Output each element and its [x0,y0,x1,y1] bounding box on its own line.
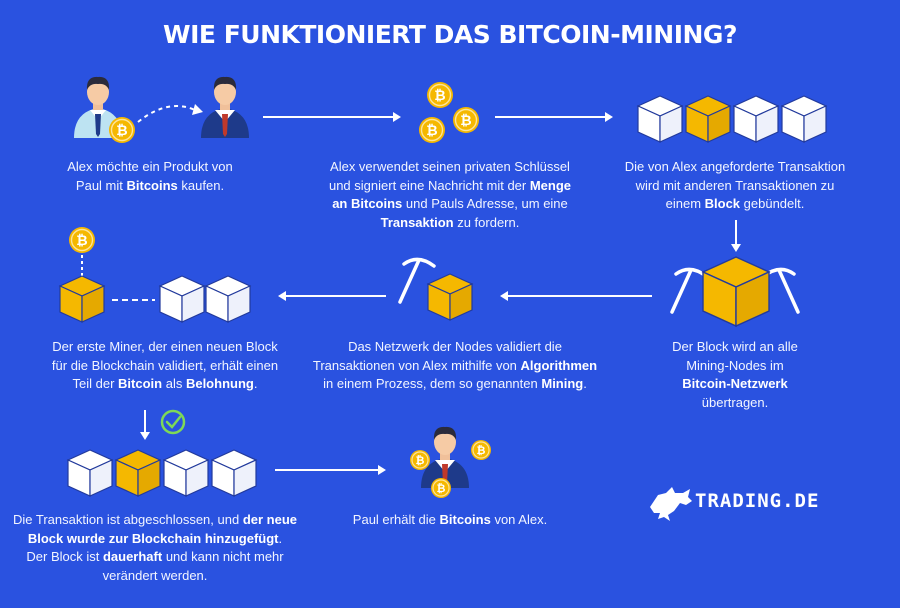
bitcoin-coin-icon [426,81,454,109]
text-segment: für die Blockchain validiert, erhält ein… [51,357,279,373]
step-7-text: Die Transaktion ist abgeschlossen, und d… [0,511,310,585]
text-segment: Das Netzwerk der Nodes validiert die [348,339,562,354]
text-segment: Transaktionen von Alex mithilfe von [312,357,521,373]
text-line: Bitcoin-Netzwerk [640,375,830,394]
text-line: Die von Alex angeforderte Transaktion [600,158,870,177]
text-segment: in einem Prozess, dem so genannten [323,376,542,391]
bold-text: Transaktion [380,214,454,230]
bold-text: Menge [529,177,572,193]
bitcoin-coin-icon [68,226,96,254]
bold-text: Block wurde zur Blockchain hinzugefügt [27,530,279,546]
text-line: für die Blockchain validiert, erhält ein… [20,357,310,376]
text-line: Der Block ist dauerhaft und kann nicht m… [0,548,310,567]
text-line: einem Block gebündelt. [600,195,870,214]
text-line: und signiert eine Nachricht mit der Meng… [300,177,600,196]
step-6-text: Der erste Miner, der einen neuen Block fü… [20,338,310,394]
bold-text: Bitcoins [126,177,178,193]
text-line: Transaktionen von Alex mithilfe von Algo… [300,357,610,376]
bold-text: Belohnung [185,376,254,391]
text-segment: verändert werden. [102,567,208,583]
bold-text: der neue [242,512,297,527]
text-line: Der Block wird an alle [640,338,830,357]
block-cube-icon [427,273,473,321]
text-line: Der erste Miner, der einen neuen Block [20,338,310,357]
text-segment: kaufen. [177,177,225,193]
block-cube-icon [702,256,770,327]
text-segment: Paul erhält die [352,512,440,527]
step-8-text: Paul erhält die Bitcoins von Alex. [345,511,555,530]
text-line: Das Netzwerk der Nodes validiert die [300,338,610,357]
check-circle-icon [160,409,186,435]
text-segment: zu fordern. [453,214,520,230]
text-segment: und signiert eine Nachricht mit der [328,177,530,193]
text-line: Block wurde zur Blockchain hinzugefügt. [0,530,310,549]
text-segment: Die von Alex angeforderte Transaktion [624,159,846,174]
text-line: wird mit anderen Transaktionen zu [600,177,870,196]
text-segment: gebündelt. [740,196,805,211]
text-line: Mining-Nodes im [640,357,830,376]
text-line: Paul mit Bitcoins kaufen. [40,177,260,196]
bitcoin-coin-icon [452,106,480,134]
text-segment: und kann nicht mehr [162,549,284,564]
bitcoin-coin-icon [430,477,452,499]
bitcoin-coin-icon [409,449,431,471]
text-segment: übertragen. [701,394,769,410]
trading-de-logo[interactable]: TRADING.DE [645,482,835,522]
text-segment: Teil der [72,376,119,391]
bitcoin-coin-icon [418,116,446,144]
bold-text: dauerhaft [102,549,163,564]
bold-text: Bitcoin-Netzwerk [682,376,788,391]
text-line: an Bitcoins und Pauls Adresse, um eine [300,195,600,214]
bull-logo-icon [650,487,692,521]
bitcoin-coin-icon [470,439,492,461]
bold-text: Bitcoins [439,512,491,527]
text-segment: . [253,376,258,391]
text-line: Paul erhält die Bitcoins von Alex. [345,511,555,530]
bold-text: Mining [541,376,584,391]
text-segment: als [162,376,186,391]
step-2-text: Alex verwendet seinen privaten Schlüssel… [300,158,600,232]
text-segment: Der erste Miner, der einen neuen Block [52,339,278,354]
text-line: verändert werden. [0,567,310,586]
text-segment: einem [665,196,705,211]
text-segment: Alex möchte ein Produkt von [67,159,233,174]
bitcoin-coin-icon [108,116,136,144]
text-line: Die Transaktion ist abgeschlossen, und d… [0,511,310,530]
bold-text: Bitcoin [118,376,163,391]
person-icon-paul [201,76,249,138]
text-segment: Alex verwendet seinen privaten Schlüssel [330,159,570,174]
text-segment: . [278,530,283,546]
text-line: Alex möchte ein Produkt von [40,158,260,177]
text-segment: und Pauls Adresse, um eine [402,196,568,211]
text-line: in einem Prozess, dem so genannten Minin… [300,375,610,394]
bold-text: an Bitcoins [332,196,403,211]
text-segment: Paul mit [75,177,127,193]
pickaxe-icon [670,267,708,314]
logo-text: TRADING.DE [695,490,820,512]
bold-text: Algorithmen [520,357,598,373]
text-segment: Der Block ist [26,549,103,564]
step-3-text: Die von Alex angeforderte Transaktion wir… [600,158,870,214]
page-title: WIE FUNKTIONIERT DAS BITCOIN-MINING? [163,20,737,49]
text-line: Teil der Bitcoin als Belohnung. [20,375,310,394]
text-segment: von Alex. [490,512,548,527]
text-segment: Mining-Nodes im [686,357,784,373]
text-segment: wird mit anderen Transaktionen zu [635,177,835,193]
text-line: Transaktion zu fordern. [300,214,600,233]
text-segment: Der Block wird an alle [672,339,798,354]
text-line: übertragen. [640,394,830,413]
text-line: Alex verwendet seinen privaten Schlüssel [300,158,600,177]
text-segment: . [583,376,587,391]
text-segment: Die Transaktion ist abgeschlossen, und [13,512,243,527]
bold-text: Block [704,196,741,211]
